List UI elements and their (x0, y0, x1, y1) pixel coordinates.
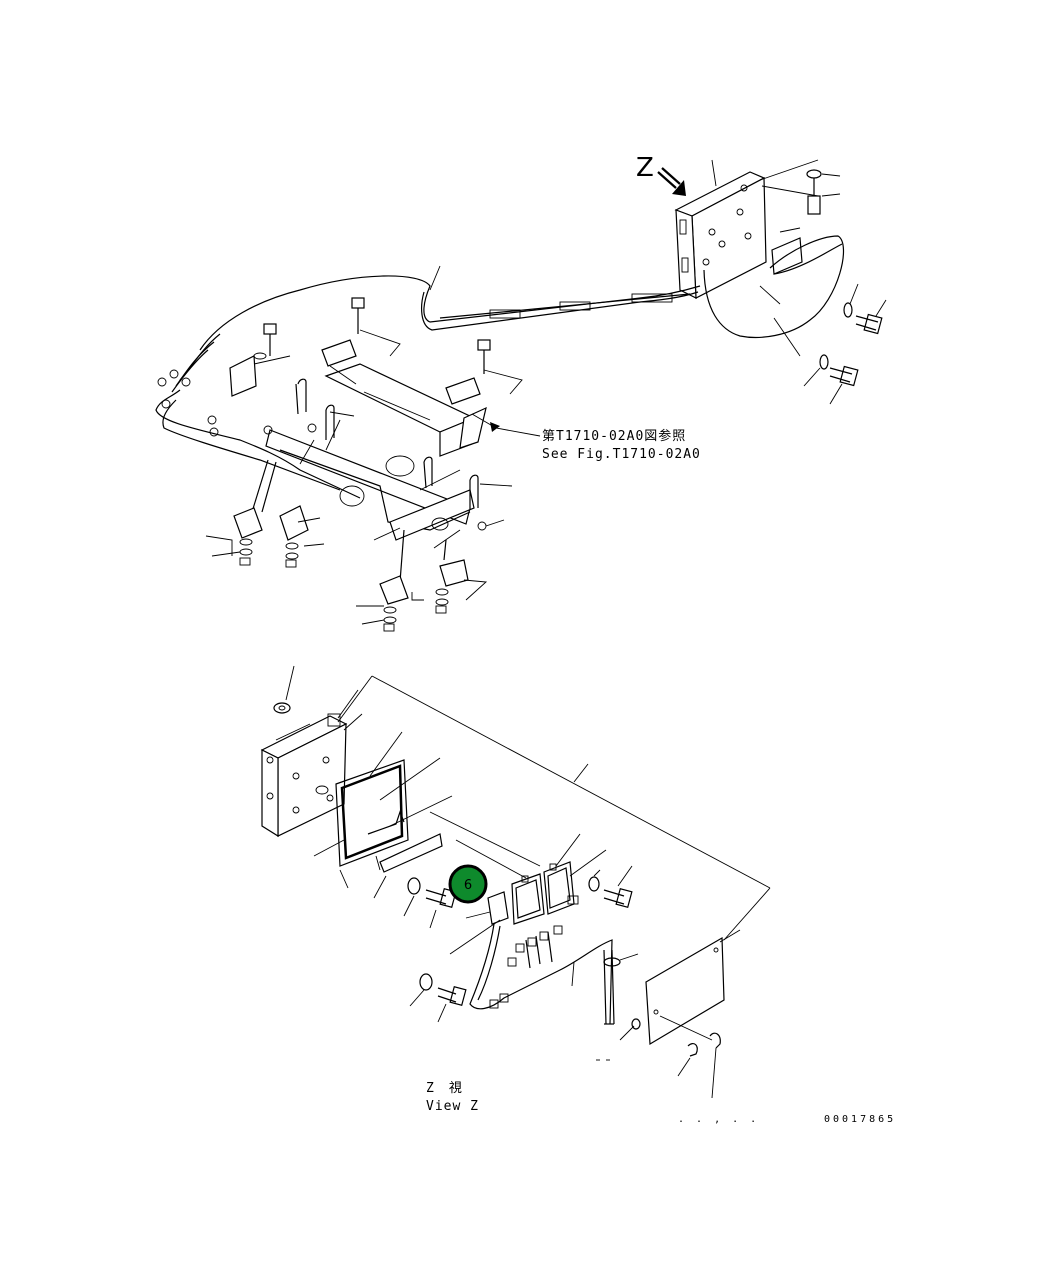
washer-icon (843, 302, 853, 318)
callout-number: 6 (464, 878, 472, 893)
bolt-icon (351, 297, 365, 334)
bolt-icon (425, 887, 457, 909)
washer-icon (419, 973, 433, 991)
bolt-icon (829, 365, 859, 387)
washer-icon (819, 354, 829, 370)
bolt-icon (253, 323, 277, 360)
nut-icon (273, 702, 291, 714)
footer-dots: . . , . . (678, 1114, 759, 1125)
part-callout-6[interactable]: 6 (448, 864, 488, 904)
washer-icon (407, 877, 421, 895)
bolt-icon (437, 985, 467, 1007)
washer-icon (806, 169, 822, 179)
view-label-jp: Z 視 (426, 1081, 463, 1096)
view-direction-arrow-icon (657, 167, 686, 196)
drawing-number: 00017865 (824, 1114, 896, 1125)
view-z-marker: Z (636, 153, 654, 183)
view-z-assembly (260, 665, 771, 1099)
washer-icon (588, 876, 600, 892)
reference-text-en: See Fig.T1710-02A0 (542, 447, 701, 462)
bolt-icon (603, 887, 633, 909)
top-assembly: Z (155, 153, 887, 632)
view-label-en: View Z (426, 1099, 479, 1114)
bolt-icon (477, 339, 491, 374)
bolt-icon (807, 178, 821, 215)
reference-text-jp: 第T1710-02A0図参照 (542, 428, 686, 444)
controller-box (674, 159, 767, 299)
bolt-icon (855, 313, 883, 335)
